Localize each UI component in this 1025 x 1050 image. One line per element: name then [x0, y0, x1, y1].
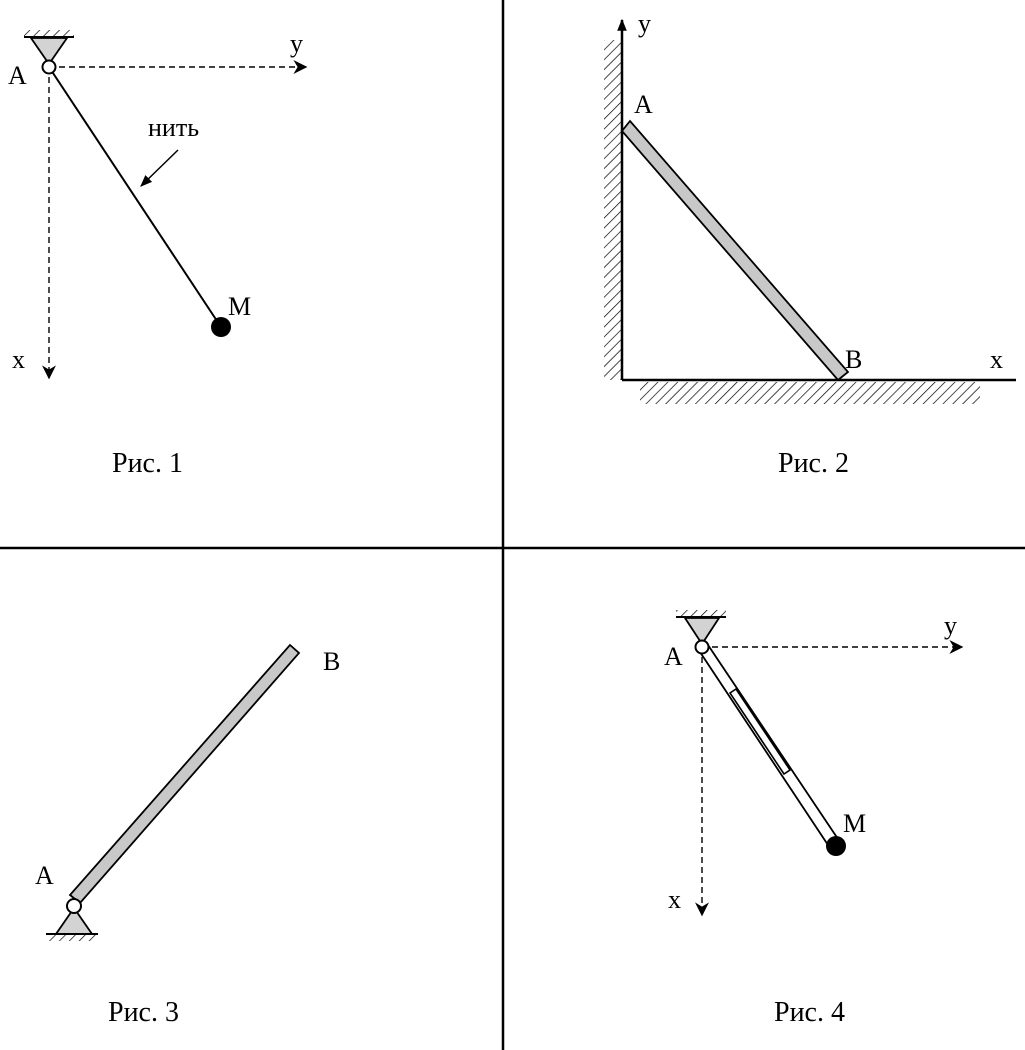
fig4-label-m: M — [843, 809, 866, 838]
fig2-wall-hatching — [604, 40, 621, 380]
fig2-caption: Рис. 2 — [778, 448, 849, 479]
fig1-thread-pointer-arrow — [140, 149, 179, 187]
fig4-label-a: A — [664, 642, 683, 671]
figure-2: y A B x Рис. 2 — [604, 9, 1016, 479]
fig1-label-y: y — [290, 29, 303, 58]
fig3-caption: Рис. 3 — [108, 997, 179, 1028]
fig1-label-m: M — [228, 292, 251, 321]
fig3-label-a: A — [35, 861, 54, 890]
fig4-label-y: y — [944, 611, 957, 640]
fig1-label-x: x — [12, 345, 25, 374]
fig3-label-b: B — [323, 647, 340, 676]
fig2-label-a: A — [634, 90, 653, 119]
figure-3: A B Рис. 3 — [35, 643, 340, 1028]
fig3-pin-a — [66, 898, 82, 914]
fig4-caption: Рис. 4 — [774, 997, 845, 1028]
fig1-label-thread: нить — [148, 113, 199, 142]
fig2-label-b: B — [845, 345, 862, 374]
fig1-pin-a — [41, 59, 57, 75]
fig1-point-mass-m — [211, 317, 231, 337]
fig4-sleeve — [728, 687, 792, 776]
fig4-point-mass-m — [826, 836, 846, 856]
fig4-pin-support — [676, 610, 726, 646]
fig2-rod-ab — [620, 119, 850, 382]
fig1-thread — [48, 66, 222, 328]
fig4-pin-a — [694, 639, 710, 655]
fig1-label-a: A — [8, 61, 27, 90]
fig1-pin-support — [24, 30, 74, 66]
fig2-label-y: y — [638, 9, 651, 38]
fig2-label-x: x — [990, 345, 1003, 374]
fig3-pin-support — [46, 906, 98, 941]
figure-1: A y x M нить Рис. 1 — [8, 29, 308, 479]
figure-4: A y x M Рис. 4 — [664, 610, 964, 1028]
fig2-floor-hatching — [640, 382, 980, 404]
fig1-caption: Рис. 1 — [112, 448, 183, 479]
fig4-label-x: x — [668, 885, 681, 914]
fig3-rod-ab — [68, 643, 301, 905]
